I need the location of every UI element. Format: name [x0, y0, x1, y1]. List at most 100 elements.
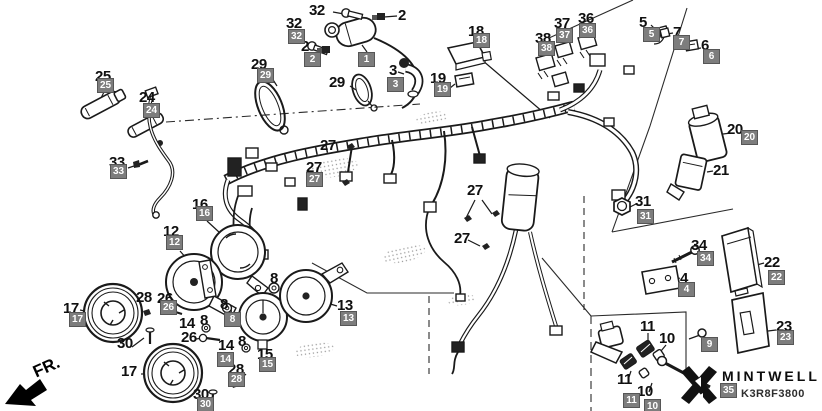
- part-hotspot-10[interactable]: 10: [644, 399, 661, 411]
- part-callout-17: 17: [121, 363, 137, 380]
- grommet-9: [697, 328, 707, 338]
- part-callout-36: 36: [578, 10, 594, 27]
- part-callout-8: 8: [220, 296, 228, 313]
- horn-bracket-16: [210, 224, 269, 298]
- part-callout-10: 10: [659, 330, 675, 347]
- part-hotspot-37[interactable]: 37: [556, 28, 573, 43]
- part-hotspot-7[interactable]: 7: [673, 35, 690, 50]
- harness-boot: [500, 163, 540, 232]
- tube-3: [399, 58, 424, 98]
- part-hotspot-38[interactable]: 38: [538, 41, 555, 56]
- part-hotspot-23[interactable]: 23: [777, 330, 794, 345]
- washer-8-b: [221, 302, 233, 314]
- part-hotspot-32[interactable]: 32: [288, 29, 305, 44]
- bracket-4: [641, 265, 681, 295]
- ignition-coil-1: [324, 16, 419, 109]
- bracket-23: [731, 287, 770, 355]
- part-callout-2: 2: [301, 38, 309, 55]
- inset-solenoid: [589, 320, 665, 379]
- part-hotspot-17[interactable]: 17: [69, 312, 86, 327]
- washer-8-a: [268, 282, 280, 294]
- part-callout-32: 32: [309, 2, 325, 19]
- brand-logo-icon: [681, 366, 717, 404]
- part-hotspot-15[interactable]: 15: [259, 357, 276, 372]
- part-callout-24: 24: [139, 89, 155, 106]
- part-callout-34: 34: [691, 237, 707, 254]
- grip-25: [80, 88, 127, 120]
- part-hotspot-6[interactable]: 6: [703, 49, 720, 64]
- part-hotspot-25[interactable]: 25: [97, 78, 114, 93]
- part-callout-32: 32: [286, 15, 302, 32]
- part-callout-6: 6: [701, 37, 709, 54]
- part-callout-37: 37: [554, 15, 570, 32]
- part-callout-14: 14: [218, 337, 234, 354]
- horn-cover-17-b: [142, 342, 204, 404]
- clip-28-a: [143, 309, 151, 316]
- bolt-32-a: [341, 8, 364, 21]
- harness-clips-27: [342, 143, 500, 250]
- part-hotspot-8[interactable]: 8: [224, 312, 241, 327]
- fr-arrow-icon: [5, 379, 47, 406]
- washer-8-c: [201, 323, 211, 333]
- part-callout-11: 11: [640, 318, 655, 335]
- nut-2-b: [317, 46, 330, 53]
- part-hotspot-9[interactable]: 9: [701, 337, 718, 352]
- part-hotspot-22[interactable]: 22: [768, 270, 785, 285]
- screw-26-b: [198, 333, 221, 343]
- part-hotspot-3[interactable]: 3: [387, 77, 404, 92]
- nut-2-a: [372, 13, 385, 20]
- part-hotspot-20[interactable]: 20: [741, 130, 758, 145]
- part-callout-22: 22: [764, 254, 780, 271]
- seal-29-b: [351, 73, 378, 112]
- part-hotspot-27[interactable]: 27: [306, 172, 323, 187]
- part-hotspot-4[interactable]: 4: [678, 282, 695, 297]
- part-hotspot-2[interactable]: 2: [304, 52, 321, 67]
- part-hotspot-5[interactable]: 5: [643, 27, 660, 42]
- part-hotspot-29[interactable]: 29: [257, 68, 274, 83]
- part-hotspot-19[interactable]: 19: [434, 82, 451, 97]
- part-hotspot-26[interactable]: 26: [160, 300, 177, 315]
- part-callout-21: 21: [713, 162, 729, 179]
- part-hotspot-30[interactable]: 30: [197, 397, 214, 411]
- relay-21: [666, 153, 708, 201]
- bushing-10-b: [638, 367, 650, 379]
- part-hotspot-12[interactable]: 12: [166, 235, 183, 250]
- screw-33: [133, 159, 149, 168]
- part-callout-30: 30: [117, 335, 133, 352]
- part-hotspot-24[interactable]: 24: [143, 103, 160, 118]
- part-hotspot-35[interactable]: 35: [720, 383, 737, 398]
- part-hotspot-14[interactable]: 14: [217, 352, 234, 367]
- washer-8-d: [241, 343, 251, 353]
- part-callout-5: 5: [639, 14, 647, 31]
- horn-13: [279, 262, 349, 323]
- part-callout-13: 13: [337, 297, 353, 314]
- part-callout-27: 27: [320, 137, 336, 154]
- part-hotspot-33[interactable]: 33: [110, 164, 127, 179]
- part-hotspot-16[interactable]: 16: [196, 206, 213, 221]
- sensor-7: [659, 27, 671, 39]
- ecu-22: [721, 226, 763, 294]
- part-callout-7: 7: [673, 24, 681, 41]
- bushing-11-b: [619, 353, 637, 370]
- part-callout-11: 11: [617, 371, 632, 388]
- part-hotspot-28[interactable]: 28: [228, 372, 245, 387]
- part-hotspot-31[interactable]: 31: [637, 209, 654, 224]
- part-callout-26: 26: [181, 329, 197, 346]
- brand-name: MINTWELL: [722, 368, 820, 384]
- part-hotspot-18[interactable]: 18: [473, 33, 490, 48]
- seal-29-a: [254, 80, 289, 135]
- part-hotspot-11[interactable]: 11: [623, 393, 640, 408]
- part-callout-2: 2: [398, 7, 406, 24]
- part-callout-8: 8: [200, 312, 208, 329]
- part-hotspot-1[interactable]: 1: [358, 52, 375, 67]
- part-hotspot-36[interactable]: 36: [579, 23, 596, 38]
- part-callout-4: 4: [680, 270, 688, 287]
- horn-15: [238, 292, 288, 350]
- part-hotspot-34[interactable]: 34: [697, 251, 714, 266]
- diagram-code: K3R8F3800: [741, 388, 805, 400]
- part-callout-8: 8: [270, 270, 278, 287]
- part-hotspot-13[interactable]: 13: [340, 311, 357, 326]
- part-callout-27: 27: [467, 182, 483, 199]
